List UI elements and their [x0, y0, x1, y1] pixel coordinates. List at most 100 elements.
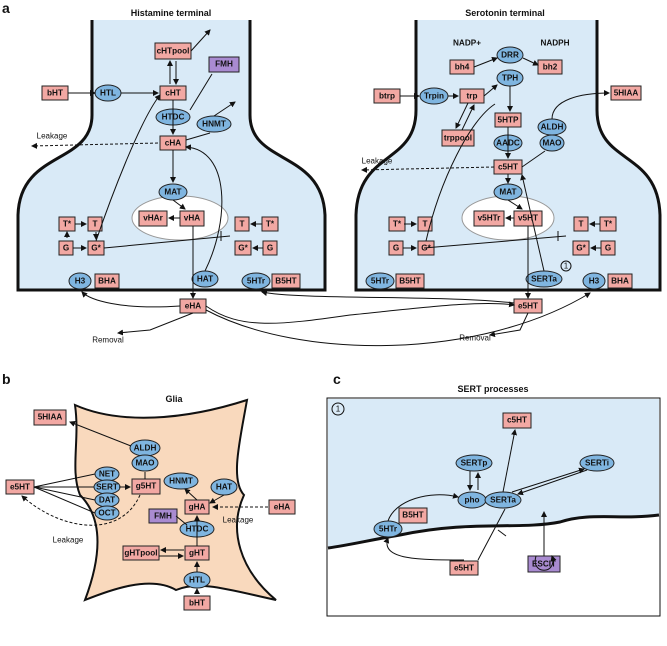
- node-trp: trp: [467, 92, 478, 101]
- sert-node-sertp: SERTp: [461, 459, 488, 468]
- glia-node-htl: HTL: [189, 576, 205, 585]
- node-bh4: bh4: [455, 63, 470, 72]
- node-h3-ser: H3: [589, 277, 600, 286]
- removal-label-1: Removal: [92, 336, 124, 345]
- histamine-title: Histamine terminal: [131, 8, 212, 18]
- node-t-2: T: [239, 220, 244, 229]
- node-trppool: trppool: [444, 134, 472, 143]
- sert-node-pho: pho: [464, 496, 479, 505]
- glia-node-5hiaa: 5HIAA: [38, 413, 63, 422]
- glia-node-sert: SERT: [96, 483, 118, 492]
- sert-nodes: c5HT SERTp SERTi pho SERTa 5HTr B5HT e5H…: [373, 412, 615, 576]
- glia-node-g5ht: g5HT: [136, 482, 156, 491]
- node-t-star-1: T*: [63, 220, 72, 229]
- node-t-1: T: [92, 220, 97, 229]
- node-cha: cHA: [165, 139, 181, 148]
- node-vhar: vHAr: [143, 214, 163, 223]
- glia-node-eha: eHA: [274, 503, 290, 512]
- serotonin-title: Serotonin terminal: [465, 8, 545, 18]
- node-bha-ser: BHA: [611, 277, 629, 286]
- node-h3-hist: H3: [75, 277, 86, 286]
- label-nadp: NADP+: [453, 39, 481, 48]
- glia-node-hnmt: HNMT: [169, 477, 193, 486]
- glia-node-aldh: ALDH: [134, 444, 157, 453]
- node-tph: TPH: [502, 74, 518, 83]
- node-g-star-4: G*: [576, 244, 586, 253]
- node-g-star-1: G*: [91, 244, 101, 253]
- node-serta: SERTa: [531, 275, 557, 284]
- glia-node-net: NET: [99, 470, 115, 479]
- glia-node-hat: HAT: [216, 483, 232, 492]
- node-g-2: G: [267, 244, 273, 253]
- node-cht: cHT: [165, 89, 180, 98]
- sert-node-serta: SERTa: [490, 496, 516, 505]
- node-5htp: 5HTP: [498, 116, 519, 125]
- node-v5htr: v5HTr: [478, 214, 502, 223]
- node-b5ht-hist: B5HT: [275, 277, 296, 286]
- node-5htr-ser: 5HTr: [371, 277, 390, 286]
- glia-node-ght: gHT: [189, 549, 205, 558]
- glia-node-oct: OCT: [98, 509, 115, 518]
- node-hat: HAT: [197, 275, 213, 284]
- sert-arrows: [383, 429, 588, 571]
- histamine-membrane: [16, 20, 327, 292]
- node-mat: MAT: [164, 188, 181, 197]
- node-mao-ser: MAO: [542, 139, 562, 148]
- node-c5ht: c5HT: [498, 163, 518, 172]
- serotonin-membrane: [354, 20, 662, 292]
- panel-c-label: c: [333, 371, 341, 387]
- node-hnmt: HNMT: [202, 120, 226, 129]
- node-b5ht-ser: B5HT: [399, 277, 420, 286]
- sert-membrane: [327, 513, 660, 550]
- sert-marker-1: 1: [336, 405, 341, 414]
- leakage-label-a2: Leakage: [362, 157, 393, 166]
- glia-node-dat: DAT: [99, 496, 115, 505]
- panel-a-arrows: Leakage Leakage Removal Removal: [31, 29, 610, 347]
- node-mat-ser: MAT: [499, 188, 516, 197]
- node-t-4: T: [578, 220, 583, 229]
- sert-node-c5ht: c5HT: [507, 416, 527, 425]
- glia-arrows: [21, 421, 268, 594]
- sert-node-escit: ESCIT: [532, 560, 556, 569]
- glia-node-fmh: FMH: [154, 512, 172, 521]
- node-t-star-3: T*: [393, 220, 402, 229]
- marker-circle-1: [560, 260, 572, 272]
- serotonin-nodes: NADP+ NADPH DRR bh4 bh2 TPH 5HIAA btrp T…: [365, 39, 642, 314]
- sert-marker-circle: [331, 402, 345, 416]
- glia-title: Glia: [165, 394, 183, 404]
- node-t-star-2: T*: [266, 220, 275, 229]
- sert-node-b5ht: B5HT: [402, 511, 423, 520]
- sert-node-e5ht: e5HT: [454, 564, 474, 573]
- node-t-star-4: T*: [604, 220, 613, 229]
- node-g-star-2: G*: [238, 244, 248, 253]
- panel-b-label: b: [2, 371, 11, 387]
- node-bht: bHT: [47, 89, 63, 98]
- glia-node-mao: MAO: [135, 459, 155, 468]
- node-htl: HTL: [100, 89, 116, 98]
- node-trpin: Trpin: [424, 92, 444, 101]
- node-g-4: G: [605, 244, 611, 253]
- node-eha: eHA: [185, 302, 201, 311]
- node-t-3: T: [422, 220, 427, 229]
- sert-node-5htr: 5HTr: [379, 525, 398, 534]
- node-drr: DRR: [501, 51, 519, 60]
- marker-1: 1: [564, 262, 569, 271]
- glia-leakage-2: Leakage: [223, 516, 254, 525]
- node-bha-hist: BHA: [98, 277, 116, 286]
- node-vha: vHA: [184, 214, 200, 223]
- glia-node-ghtpool: gHTpool: [124, 549, 157, 558]
- sert-title: SERT processes: [457, 384, 528, 394]
- node-aldh-ser: ALDH: [541, 123, 564, 132]
- node-5htr-hist: 5HTr: [247, 277, 266, 286]
- node-g-1: G: [63, 244, 69, 253]
- glia-leakage-1: Leakage: [53, 536, 84, 545]
- histamine-nodes: cHTpool FMH bHT HTL cHT HTDC HNMT cHA MA…: [41, 42, 301, 314]
- panel-a-label: a: [2, 0, 10, 16]
- sert-node-serti: SERTi: [585, 459, 609, 468]
- node-5hiaa: 5HIAA: [614, 89, 639, 98]
- glia-node-gha: gHA: [189, 503, 206, 512]
- node-chtpool: cHTpool: [157, 47, 190, 56]
- node-e5ht: e5HT: [518, 302, 538, 311]
- leakage-label-a1: Leakage: [37, 132, 68, 141]
- label-nadph: NADPH: [540, 39, 569, 48]
